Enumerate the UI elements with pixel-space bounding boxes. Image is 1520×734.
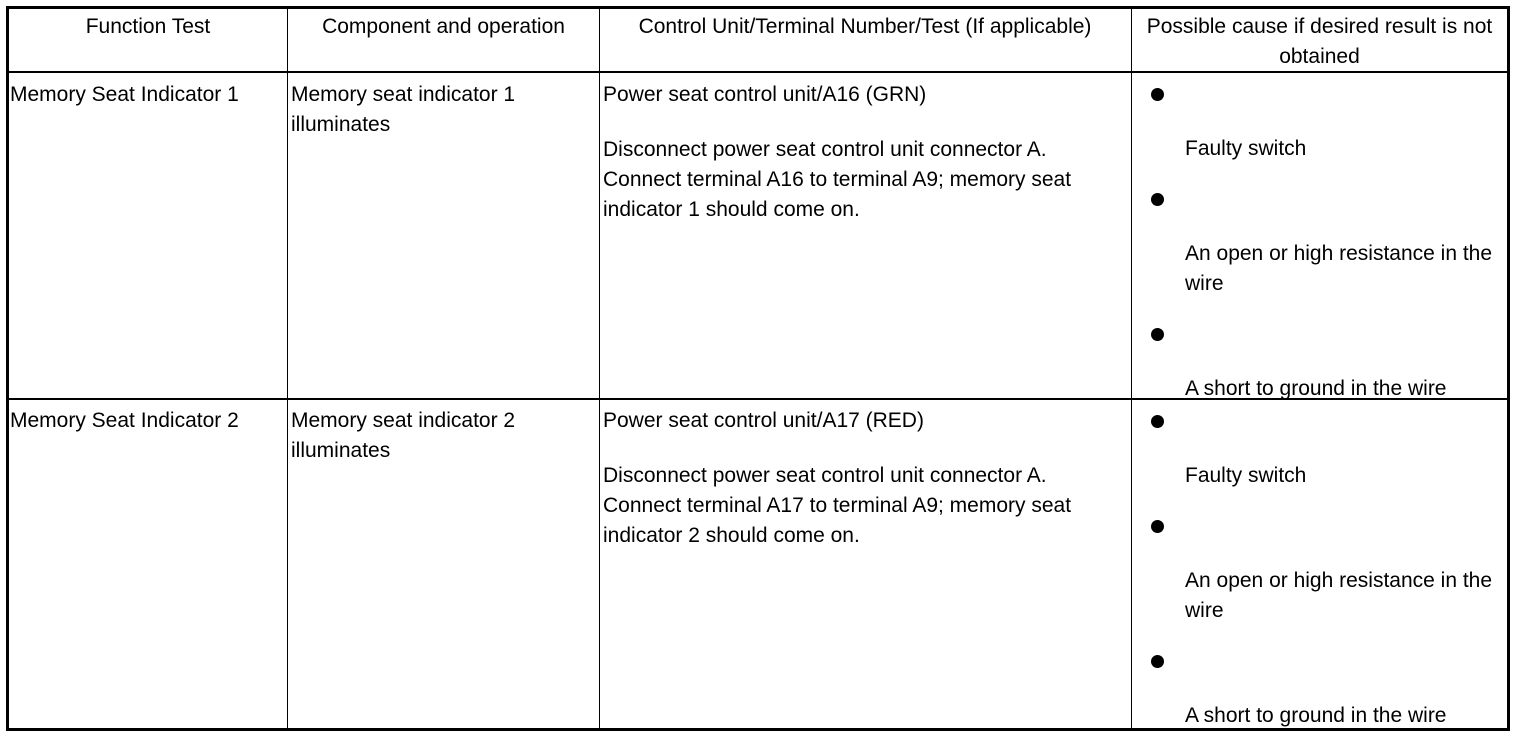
function-test-table: Function Test Component and operation Co… bbox=[6, 6, 1510, 731]
row-divider bbox=[9, 398, 1507, 400]
row-1-component: Memory seat indicator 1 illuminates bbox=[291, 83, 516, 136]
header-possible-cause: Possible cause if desired result is not … bbox=[1146, 15, 1493, 68]
row-2-cause-2: An open or high resistance in the wire bbox=[1185, 569, 1493, 622]
header-function-test: Function Test bbox=[85, 15, 211, 38]
bullet-icon bbox=[1151, 520, 1164, 533]
row-2-cause-3: A short to ground in the wire bbox=[1185, 704, 1447, 727]
column-divider bbox=[287, 9, 288, 728]
row-2-cause-1: Faulty switch bbox=[1185, 464, 1307, 487]
bullet-icon bbox=[1151, 655, 1164, 668]
header-control-unit: Control Unit/Terminal Number/Test (If ap… bbox=[638, 15, 1092, 38]
row-1-function-test: Memory Seat Indicator 1 bbox=[10, 83, 239, 106]
row-2-test-procedure: Disconnect power seat control unit conne… bbox=[603, 464, 1072, 547]
header-divider bbox=[9, 71, 1507, 73]
row-1-control-unit: Power seat control unit/A16 (GRN) bbox=[603, 83, 927, 106]
row-2-component: Memory seat indicator 2 illuminates bbox=[291, 409, 516, 462]
bullet-icon bbox=[1151, 88, 1164, 101]
row-1-cause-2: An open or high resistance in the wire bbox=[1185, 242, 1493, 295]
row-2-control-unit: Power seat control unit/A17 (RED) bbox=[603, 409, 924, 432]
bullet-icon bbox=[1151, 193, 1164, 206]
row-1-test-procedure: Disconnect power seat control unit conne… bbox=[603, 138, 1072, 221]
column-divider bbox=[1131, 9, 1132, 728]
bullet-icon bbox=[1151, 328, 1164, 341]
row-2-function-test: Memory Seat Indicator 2 bbox=[10, 409, 239, 432]
row-1-cause-1: Faulty switch bbox=[1185, 137, 1307, 160]
header-component-operation: Component and operation bbox=[322, 15, 565, 38]
bullet-icon bbox=[1151, 415, 1164, 428]
row-1-cause-3: A short to ground in the wire bbox=[1185, 377, 1447, 400]
column-divider bbox=[599, 9, 600, 728]
row-1-control-unit-cell: Power seat control unit/A16 (GRN) Discon… bbox=[603, 80, 1123, 225]
row-2-control-unit-cell: Power seat control unit/A17 (RED) Discon… bbox=[603, 406, 1123, 551]
